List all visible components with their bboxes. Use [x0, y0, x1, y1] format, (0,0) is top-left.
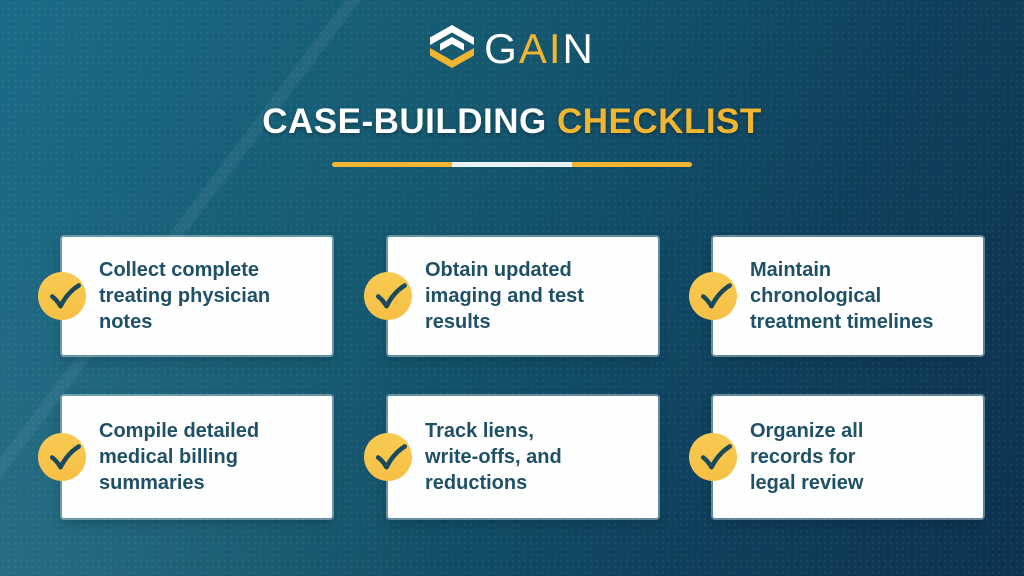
logo-letter-white: N — [562, 25, 595, 72]
checkmark-icon — [50, 443, 82, 469]
page-title: CASE-BUILDING CHECKLIST — [0, 102, 1024, 142]
checkmark-icon — [50, 282, 82, 308]
checklist-item-text: Collect complete treating physician note… — [99, 259, 271, 333]
divider-segment-yellow — [572, 162, 692, 167]
checklist-item-text: Organize all records for legal review — [750, 420, 864, 494]
title-accent-part: CHECKLIST — [557, 102, 762, 141]
check-circle — [364, 272, 412, 320]
title-divider — [332, 162, 692, 167]
check-circle — [38, 433, 86, 481]
checklist-card: Track liens, write-offs, and reductions — [364, 396, 658, 518]
gain-logo-text: GAIN — [484, 28, 595, 70]
checklist-item-text: Track liens, write-offs, and reductions — [425, 420, 562, 494]
title-white-part: CASE-BUILDING — [262, 102, 547, 141]
checklist-item-text: Maintain chronological treatment timelin… — [750, 259, 934, 333]
checkmark-icon — [376, 443, 408, 469]
divider-segment-white — [452, 162, 572, 167]
logo-letters-accent: AI — [518, 25, 563, 72]
logo-letter-white: G — [484, 25, 519, 72]
checkmark-icon — [701, 282, 733, 308]
check-circle — [689, 433, 737, 481]
checklist-card: Collect complete treating physician note… — [38, 237, 332, 355]
checklist-item-text: Compile detailed medical billing summari… — [99, 420, 260, 494]
gain-logo-icon — [430, 25, 475, 68]
checkmark-icon — [376, 282, 408, 308]
checklist-card: Compile detailed medical billing summari… — [38, 396, 332, 518]
check-circle — [689, 272, 737, 320]
check-circle — [364, 433, 412, 481]
gain-logo: GAIN — [0, 24, 1024, 74]
divider-segment-yellow — [332, 162, 452, 167]
checkmark-icon — [701, 443, 733, 469]
checklist-item-text: Obtain updated imaging and test results — [425, 259, 584, 333]
checklist-card: Organize all records for legal review — [689, 396, 983, 518]
checklist-card: Obtain updated imaging and test results — [364, 237, 658, 355]
checklist-card: Maintain chronological treatment timelin… — [689, 237, 983, 355]
check-circle — [38, 272, 86, 320]
